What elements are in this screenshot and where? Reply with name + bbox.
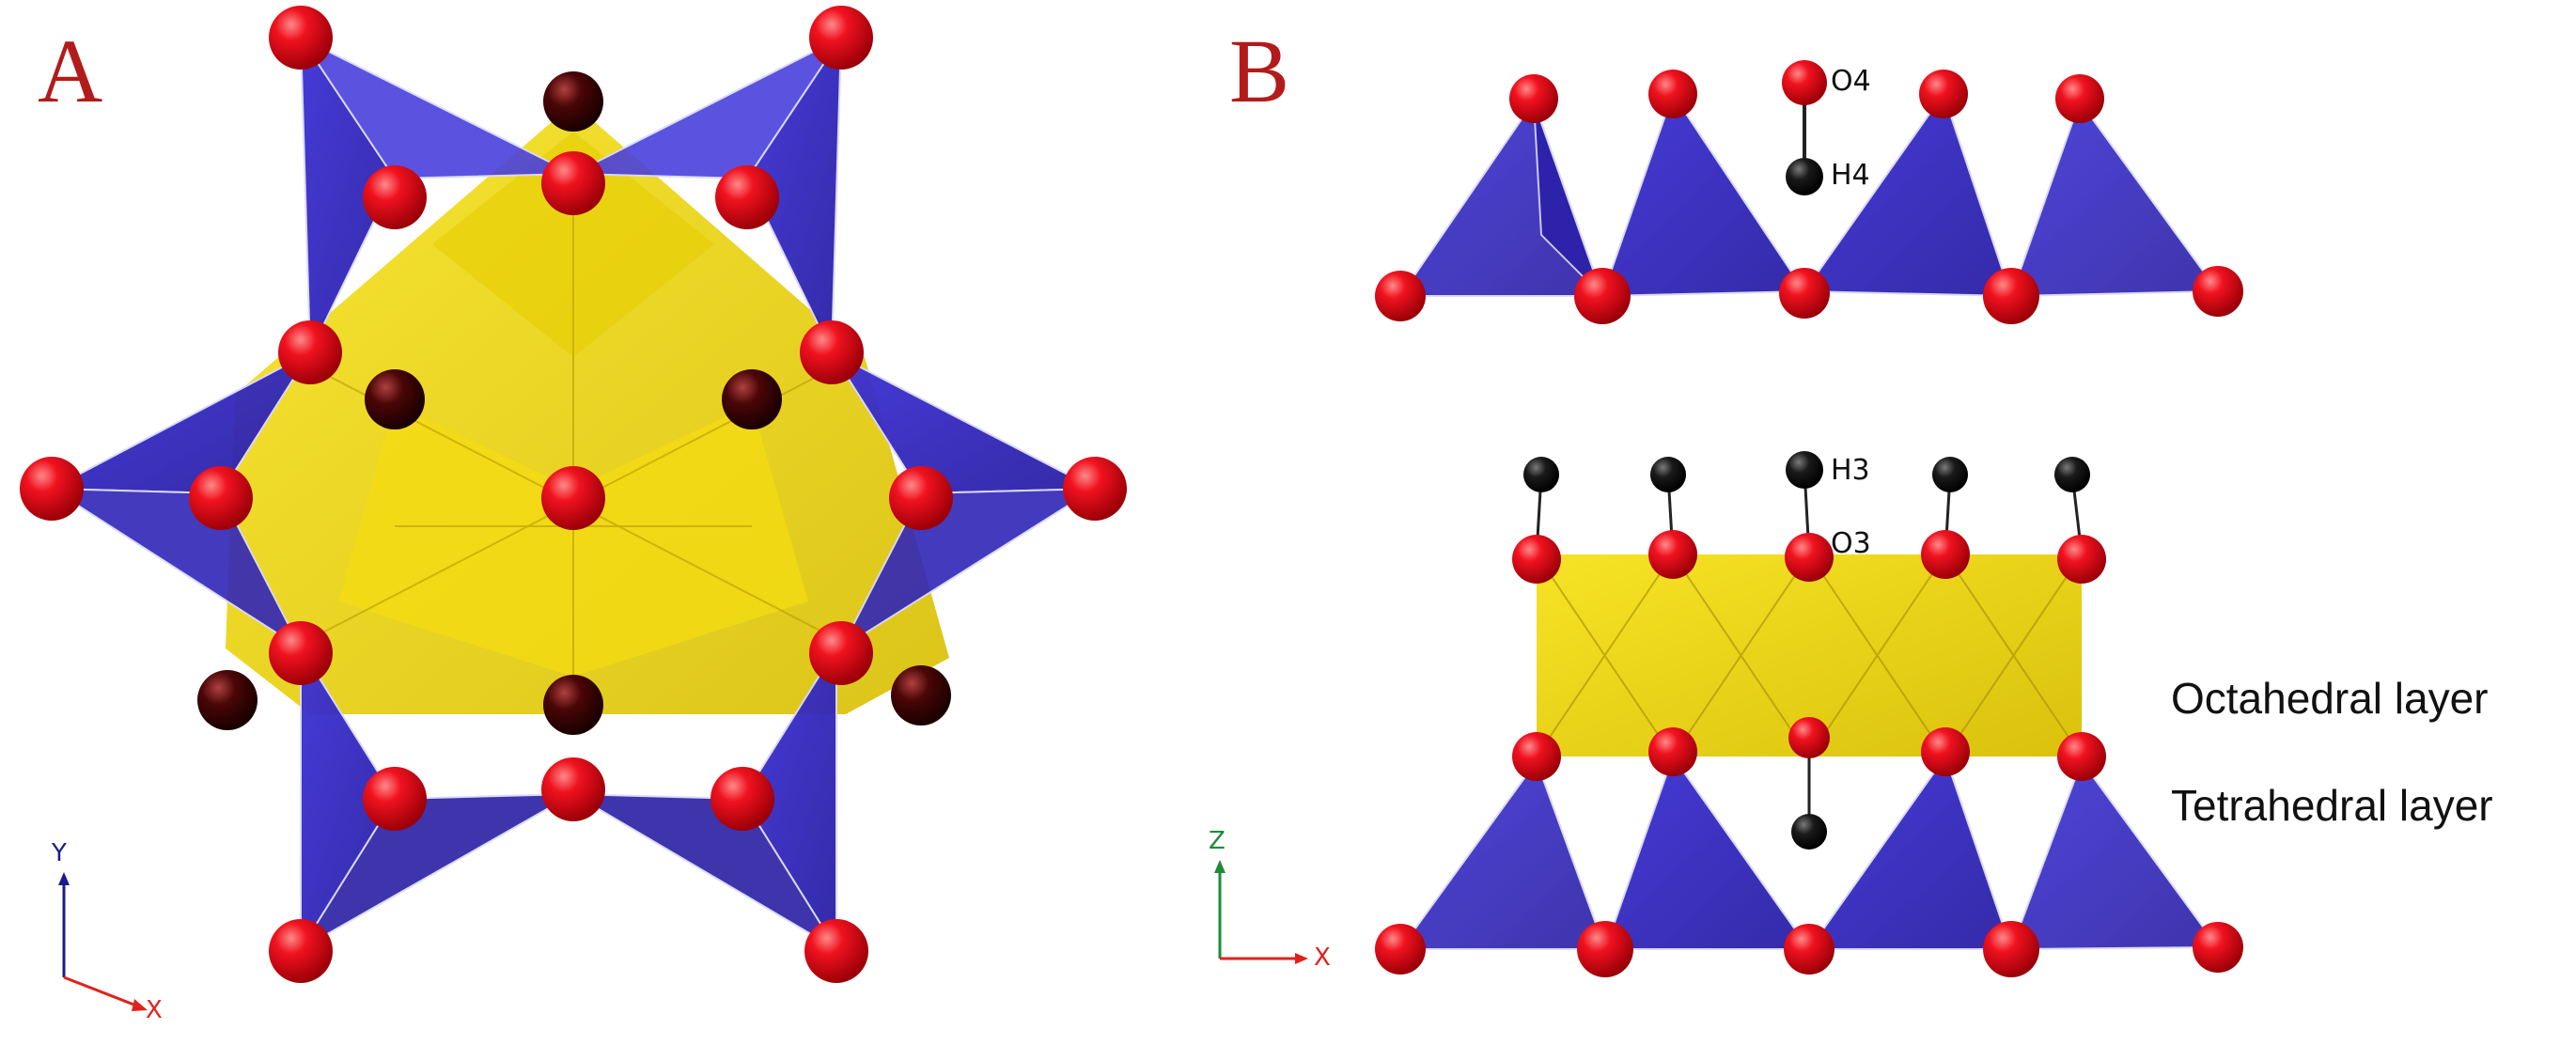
octahedral-layer: [1536, 554, 2083, 757]
axis-label-a-y: Y: [52, 839, 67, 867]
octahedral-sheet-a: [226, 103, 949, 714]
panel-a-top-view: [20, 6, 1127, 1011]
axes-indicator-b: [1214, 860, 1308, 964]
atom-label-h4: H4: [1831, 159, 1870, 192]
layer-label-tetrahedral: Tetrahedral layer: [2171, 781, 2493, 830]
tetrahedra-a: [48, 34, 1099, 953]
upper-layer-atoms: [1375, 60, 2243, 324]
axis-label-b-x: X: [1314, 944, 1331, 972]
panel-b-side-view: [1214, 60, 2243, 977]
panel-label-a: A: [38, 21, 103, 121]
panel-label-b: B: [1229, 21, 1290, 121]
lower-layer-atoms: [1375, 451, 2243, 977]
upper-tetrahedral-layer: [1398, 91, 2220, 298]
atom-label-h3: H3: [1831, 454, 1870, 487]
oxygen-atoms-a: [20, 6, 1127, 983]
layer-label-octahedral: Octahedral layer: [2171, 674, 2489, 723]
axis-label-b-z: Z: [1209, 827, 1226, 855]
hydrogen-atoms-a: [197, 71, 951, 735]
axes-indicator-a: [58, 872, 148, 1011]
atom-label-o3: O3: [1831, 527, 1871, 560]
axis-label-a-x: X: [146, 996, 163, 1024]
atom-label-o4: O4: [1831, 65, 1871, 98]
lower-tetrahedral-layer: [1398, 754, 2220, 951]
